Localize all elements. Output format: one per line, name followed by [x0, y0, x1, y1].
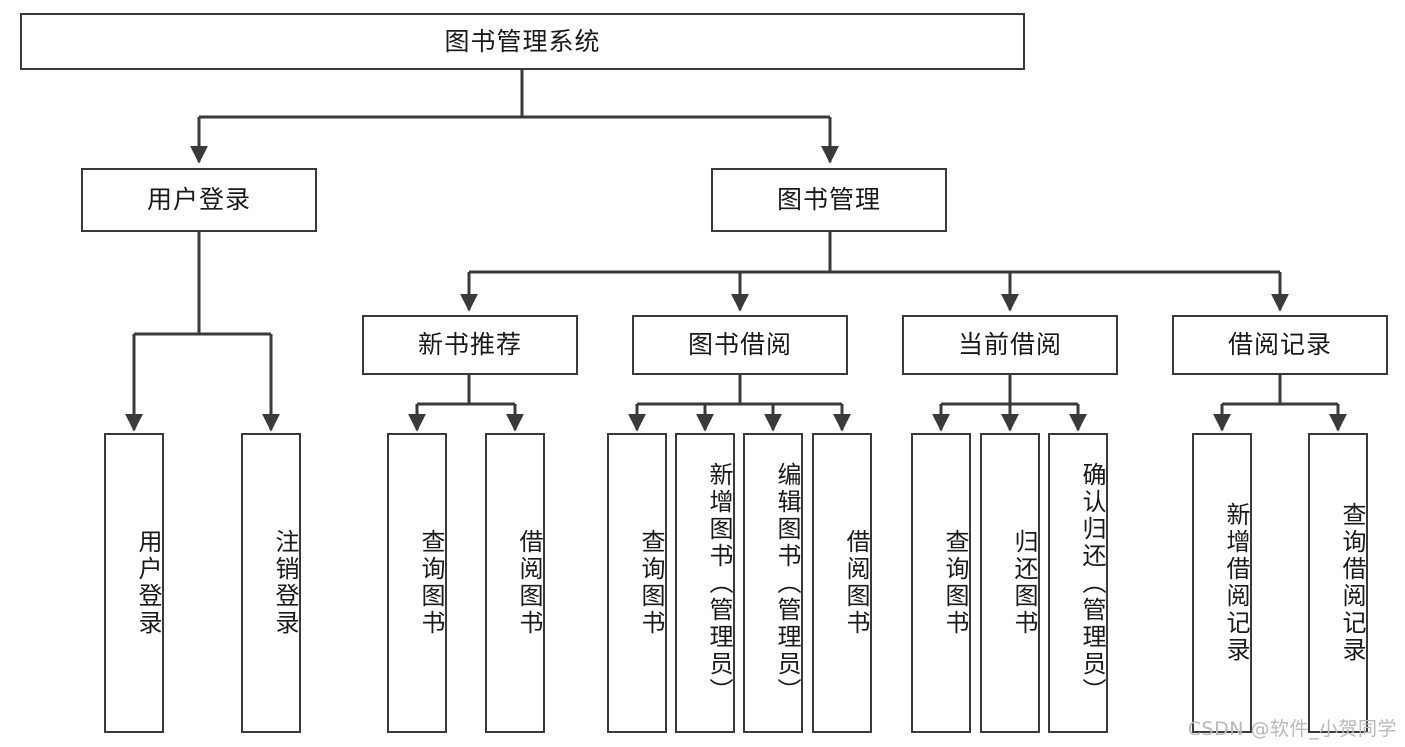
leaf-label: 借阅图书 — [842, 529, 870, 637]
node-book-management[interactable]: 图书管理 — [711, 168, 947, 232]
node-user-login[interactable]: 用户登录 — [81, 168, 317, 232]
leaf-book-borrow-add-book-admin[interactable]: 新增图书（管理员） — [675, 433, 735, 733]
leaf-label: 编辑图书（管理员） — [773, 461, 801, 705]
leaf-label: 查询图书 — [637, 529, 665, 637]
node-root-label: 图书管理系统 — [444, 26, 601, 56]
leaf-new-book-query-book[interactable]: 查询图书 — [387, 433, 447, 733]
leaf-label: 新增图书（管理员） — [705, 461, 733, 705]
leaf-user-login-login[interactable]: 用户登录 — [104, 433, 164, 733]
leaf-current-borrow-query-book[interactable]: 查询图书 — [911, 433, 971, 733]
node-book-borrow[interactable]: 图书借阅 — [632, 315, 848, 375]
leaf-label: 归还图书 — [1010, 529, 1038, 637]
leaf-book-borrow-edit-book-admin[interactable]: 编辑图书（管理员） — [743, 433, 803, 733]
node-borrow-record[interactable]: 借阅记录 — [1172, 315, 1388, 375]
leaf-label: 用户登录 — [134, 529, 162, 637]
node-user-login-label: 用户登录 — [146, 185, 251, 215]
csdn-watermark: CSDN @软件_小贺同学 — [1187, 718, 1397, 740]
leaf-label: 借阅图书 — [515, 529, 543, 637]
node-new-book-recommend-label: 新书推荐 — [417, 330, 522, 360]
node-new-book-recommend[interactable]: 新书推荐 — [362, 315, 578, 375]
leaf-book-borrow-query-book[interactable]: 查询图书 — [607, 433, 667, 733]
leaf-label: 查询图书 — [941, 529, 969, 637]
leaf-current-borrow-confirm-return-admin[interactable]: 确认归还（管理员） — [1048, 433, 1108, 733]
leaf-user-login-logout[interactable]: 注销登录 — [241, 433, 301, 733]
node-borrow-record-label: 借阅记录 — [1227, 330, 1332, 360]
leaf-new-book-borrow-book[interactable]: 借阅图书 — [485, 433, 545, 733]
node-book-borrow-label: 图书借阅 — [687, 330, 792, 360]
leaf-borrow-record-query-record[interactable]: 查询借阅记录 — [1308, 433, 1368, 733]
leaf-current-borrow-return-book[interactable]: 归还图书 — [980, 433, 1040, 733]
leaf-label: 确认归还（管理员） — [1078, 461, 1106, 705]
leaf-borrow-record-add-record[interactable]: 新增借阅记录 — [1192, 433, 1252, 733]
node-root-book-management-system[interactable]: 图书管理系统 — [20, 13, 1025, 70]
node-book-management-label: 图书管理 — [776, 185, 881, 215]
leaf-label: 查询图书 — [417, 529, 445, 637]
leaf-label: 查询借阅记录 — [1338, 502, 1366, 664]
node-current-borrow-label: 当前借阅 — [957, 330, 1062, 360]
leaf-label: 注销登录 — [271, 529, 299, 637]
leaf-label: 新增借阅记录 — [1222, 502, 1250, 664]
leaf-book-borrow-borrow-book[interactable]: 借阅图书 — [812, 433, 872, 733]
node-current-borrow[interactable]: 当前借阅 — [902, 315, 1118, 375]
